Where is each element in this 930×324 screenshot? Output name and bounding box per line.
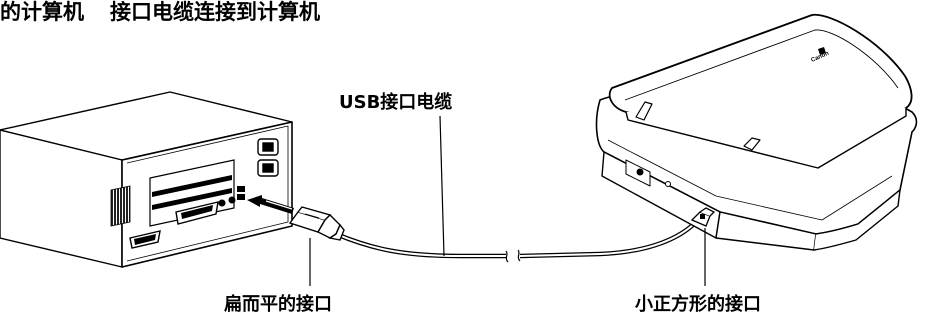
vent-grille (110, 185, 131, 227)
insert-arrow-icon (247, 195, 294, 214)
audio-port-icon (218, 199, 226, 207)
scanner-logo-mark (818, 47, 826, 55)
audio-port-icon (228, 196, 236, 204)
square-connector-label: 小正方形的接口 (635, 294, 761, 315)
scanner (595, 14, 918, 251)
usb-cable-label: USB接口电缆 (339, 92, 453, 113)
power-socket-icon (257, 138, 279, 177)
serial-port-icon (129, 230, 161, 249)
parallel-port-icon (175, 201, 219, 225)
instruction-part-c: 电缆连接到计算机 (152, 0, 320, 24)
instruction-text: 的计算机 接口电缆连接到计算机 (0, 0, 320, 26)
flat-connector-label: 扁而平的接口 (224, 294, 332, 315)
instruction-part-a: 的计算机 (0, 0, 84, 24)
usb-port-icon (237, 194, 245, 200)
instruction-part-b: 接口 (110, 0, 152, 24)
flat-usb-connector (288, 206, 345, 241)
usb-port-icon (237, 186, 245, 192)
computer-rear-ports (110, 138, 279, 249)
usb-cable-callout (439, 115, 445, 257)
square-usb-connector (690, 207, 716, 227)
usb-cable (335, 220, 698, 263)
